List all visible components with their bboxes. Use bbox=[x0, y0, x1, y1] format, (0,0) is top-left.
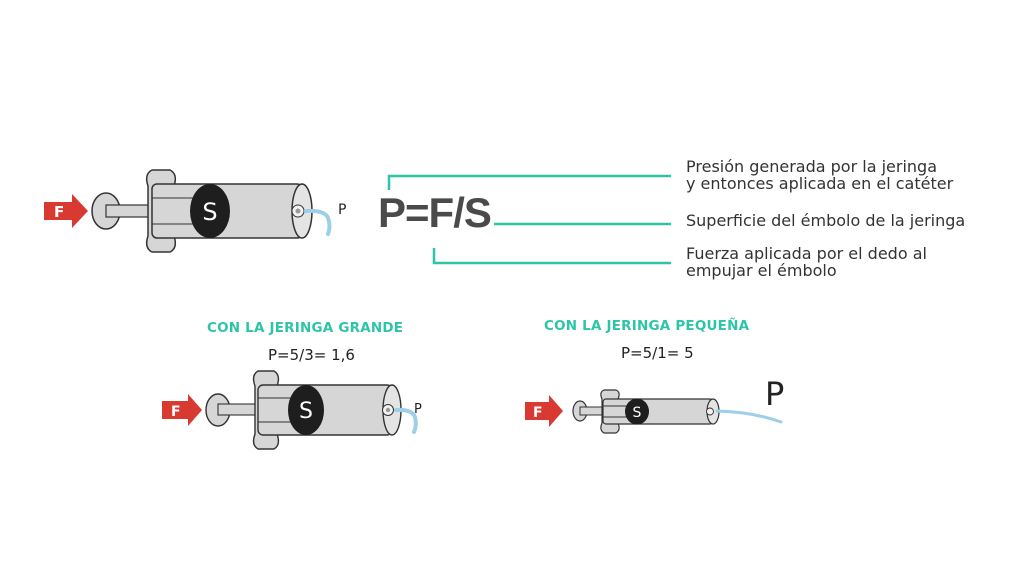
pressure-description-line-2: y entonces aplicada en el catéter bbox=[686, 174, 954, 193]
small-syringe-equation: P=5/1= 5 bbox=[621, 344, 694, 362]
fluid-stream bbox=[394, 407, 418, 434]
force-label: F bbox=[533, 405, 543, 421]
main-syringe: F S P bbox=[44, 169, 346, 253]
small-syringe-heading: CON LA JERINGA PEQUEÑA bbox=[544, 318, 750, 334]
pressure-label: P bbox=[414, 402, 422, 417]
force-arrow-icon: F bbox=[525, 395, 563, 427]
formula-connectors bbox=[387, 174, 671, 265]
large-syringe: F S P bbox=[162, 370, 422, 450]
surface-description: Superficie del émbolo de la jeringa bbox=[686, 211, 966, 230]
formula: P=F/S bbox=[378, 189, 492, 236]
force-description-line-1: Fuerza aplicada por el dedo al bbox=[686, 244, 927, 263]
force-arrow-icon: F bbox=[44, 194, 88, 228]
force-label: F bbox=[171, 404, 181, 420]
force-arrow-icon: F bbox=[162, 394, 202, 426]
force-description-line-2: empujar el émbolo bbox=[686, 261, 837, 280]
force-connector bbox=[432, 248, 671, 265]
pressure-label: P bbox=[765, 375, 784, 413]
plunger-icon: S bbox=[190, 184, 230, 238]
plunger-label: S bbox=[299, 399, 313, 424]
pressure-label: P bbox=[338, 202, 346, 218]
fluid-stream bbox=[304, 208, 332, 236]
pressure-connector bbox=[387, 174, 671, 190]
fluid-stream bbox=[715, 409, 783, 424]
plunger-label: S bbox=[202, 198, 217, 226]
pressure-description: Presión generada por la jeringa y entonc… bbox=[686, 158, 953, 192]
plunger-icon: S bbox=[288, 385, 324, 435]
plunger-icon: S bbox=[625, 398, 649, 425]
force-description: Fuerza aplicada por el dedo al empujar e… bbox=[686, 245, 927, 279]
force-label: F bbox=[54, 203, 64, 221]
large-syringe-heading: CON LA JERINGA GRANDE bbox=[207, 320, 404, 336]
small-syringe: F S P bbox=[525, 375, 784, 434]
plunger-label: S bbox=[633, 405, 642, 421]
pressure-description-line-1: Presión generada por la jeringa bbox=[686, 157, 938, 176]
large-syringe-equation: P=5/3= 1,6 bbox=[268, 346, 355, 364]
